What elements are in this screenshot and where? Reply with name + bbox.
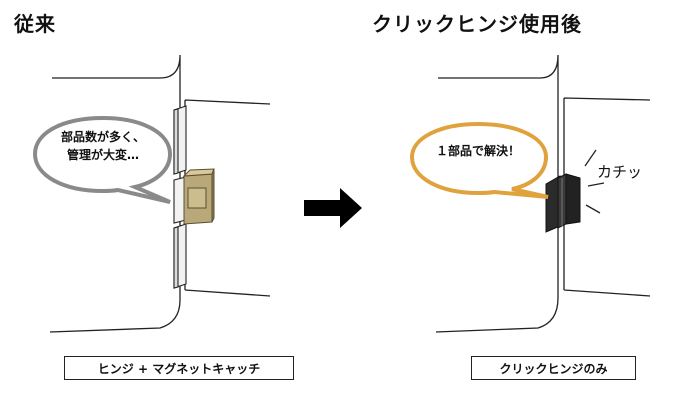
upper-hinge-face	[173, 108, 179, 175]
caption-conventional: ヒンジ + マグネットキャッチ	[64, 356, 294, 380]
left-cabinet	[49, 54, 271, 333]
click-hinge	[545, 173, 581, 233]
magnet-catch	[182, 168, 215, 225]
caption-click-hinge-only: クリックヒンジのみ	[471, 356, 636, 380]
bubble-left-line1: 部品数が多く、	[60, 130, 145, 144]
magnet-catch-plate	[187, 187, 207, 209]
magnet-catch-side	[211, 168, 215, 223]
click-sound-text: カチッ	[597, 163, 643, 181]
right-door-outline	[435, 54, 559, 333]
left-door-outline	[49, 54, 181, 333]
sound-line-bottom	[585, 204, 601, 214]
bubble-left-line2: 管理が大変…	[66, 148, 139, 162]
click-hinge-frame-leaf	[565, 173, 581, 225]
title-after-click-hinge: クリックヒンジ使用後	[372, 12, 582, 36]
speech-bubble-left	[32, 115, 173, 204]
transition-arrow	[304, 188, 362, 228]
click-sound-lines	[584, 149, 605, 214]
sound-line-top	[584, 149, 597, 167]
speech-bubble-right	[409, 121, 549, 199]
title-conventional: 従来	[14, 12, 56, 36]
bubble-left-text: 部品数が多く、 管理が大変…	[44, 128, 162, 164]
sound-line-middle	[587, 182, 605, 187]
left-hinges	[173, 105, 187, 289]
bubble-right-text: １部品で解決！	[435, 144, 520, 158]
lower-hinge-face	[173, 226, 179, 289]
